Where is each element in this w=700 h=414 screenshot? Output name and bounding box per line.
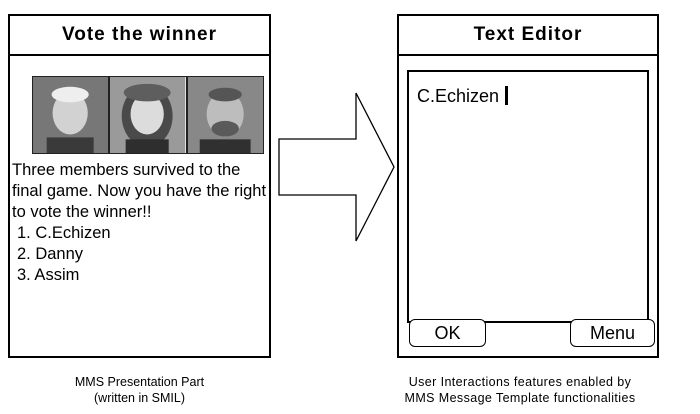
- ok-button[interactable]: OK: [409, 319, 486, 347]
- presentation-caption: MMS Presentation Part (written in SMIL): [8, 374, 271, 406]
- candidate-item: 2. Danny: [17, 245, 84, 263]
- vote-message: Three members survived to the final game…: [12, 161, 267, 221]
- candidate-item: 3. Assim: [17, 266, 80, 284]
- text-editor-screen: Text Editor C.Echizen OK Menu: [397, 14, 659, 358]
- editor-content: C.Echizen: [417, 86, 509, 107]
- editor-text-value: C.Echizen: [417, 86, 500, 106]
- contestant-photo-3: [186, 76, 264, 154]
- candidate-list: 1. C.Echizen 2. Danny 3. Assim: [12, 223, 270, 286]
- menu-button[interactable]: Menu: [570, 319, 655, 347]
- arrow-right-icon: [278, 92, 395, 242]
- presentation-caption-line-1: MMS Presentation Part: [74, 375, 205, 389]
- presentation-title: Vote the winner: [10, 16, 269, 56]
- editor-caption: User Interactions features enabled by MM…: [345, 374, 695, 406]
- editor-caption-line-2: MMS Message Template functionalities: [404, 391, 636, 405]
- text-cursor: [505, 86, 509, 105]
- editor-title: Text Editor: [399, 16, 657, 56]
- presentation-caption-line-2: (written in SMIL): [94, 391, 185, 405]
- editor-text-area[interactable]: C.Echizen: [407, 70, 649, 323]
- mms-presentation-screen: Vote the winner: [8, 14, 271, 358]
- presentation-body: Three members survived to the final game…: [12, 160, 270, 286]
- contestant-photo-1: [32, 76, 110, 154]
- contestant-photos: [32, 76, 264, 154]
- contestant-photo-2: [109, 76, 187, 154]
- editor-caption-line-1: User Interactions features enabled by: [408, 375, 632, 389]
- candidate-item: 1. C.Echizen: [17, 224, 111, 242]
